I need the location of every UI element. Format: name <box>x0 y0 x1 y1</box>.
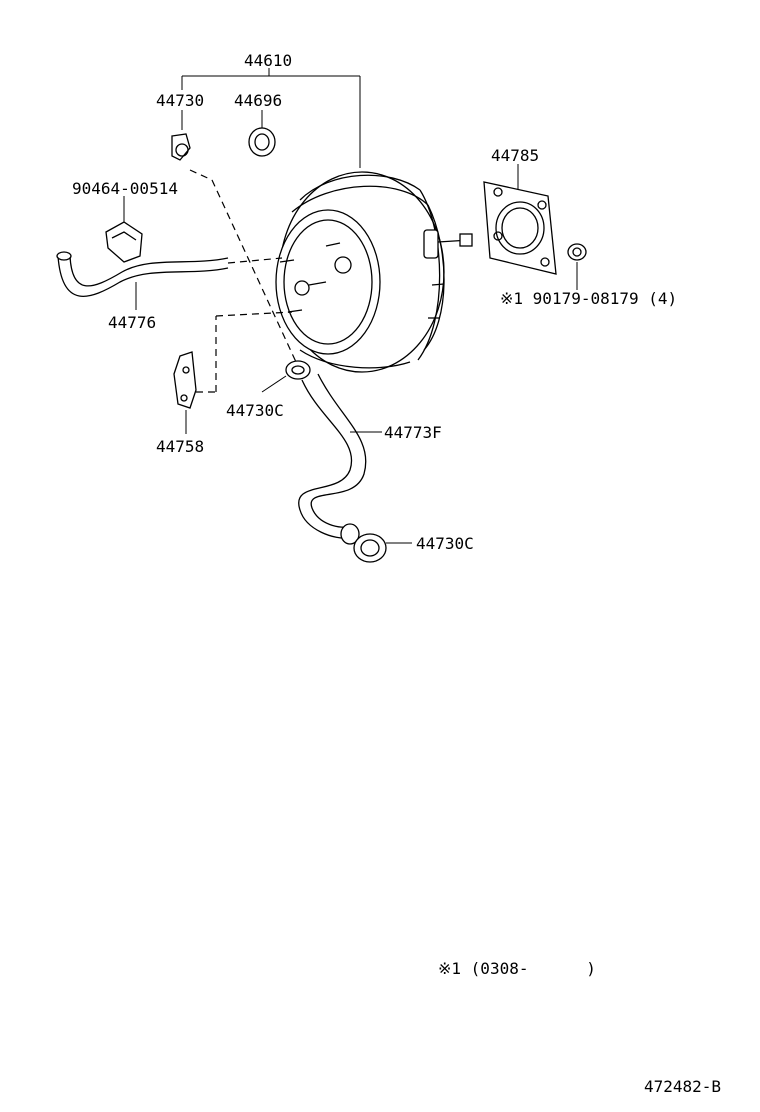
bracket-44758 <box>173 311 293 434</box>
hose-44773f <box>298 373 382 545</box>
gasket-44785 <box>483 164 557 275</box>
label-44696: 44696 <box>234 91 282 110</box>
label-44730: 44730 <box>156 91 204 110</box>
label-44776: 44776 <box>108 313 156 332</box>
label-44730c-lower: 44730C <box>416 534 474 553</box>
label-44730c-upper: 44730C <box>226 401 284 420</box>
hose-44776 <box>56 251 283 310</box>
footnote: ※1 (0308- ) <box>438 959 596 978</box>
label-90179-08179: ※1 90179-08179 (4) <box>500 289 677 308</box>
label-90464-00514: 90464-00514 <box>72 179 178 198</box>
grommet-44696 <box>248 127 276 157</box>
assembly-bracket-44610 <box>181 68 361 168</box>
label-44773f: 44773F <box>384 423 442 442</box>
figure-id: 472482-B <box>644 1077 721 1096</box>
label-44758: 44758 <box>156 437 204 456</box>
clamp-90464 <box>105 196 143 263</box>
check-valve-44730 <box>171 133 297 363</box>
label-44785: 44785 <box>491 146 539 165</box>
nut-90179 <box>567 243 587 290</box>
clamp-44730c-upper <box>261 360 311 393</box>
label-44610: 44610 <box>244 51 292 70</box>
brake-booster-body <box>275 171 473 373</box>
clamp-44730c-lower <box>353 533 412 563</box>
